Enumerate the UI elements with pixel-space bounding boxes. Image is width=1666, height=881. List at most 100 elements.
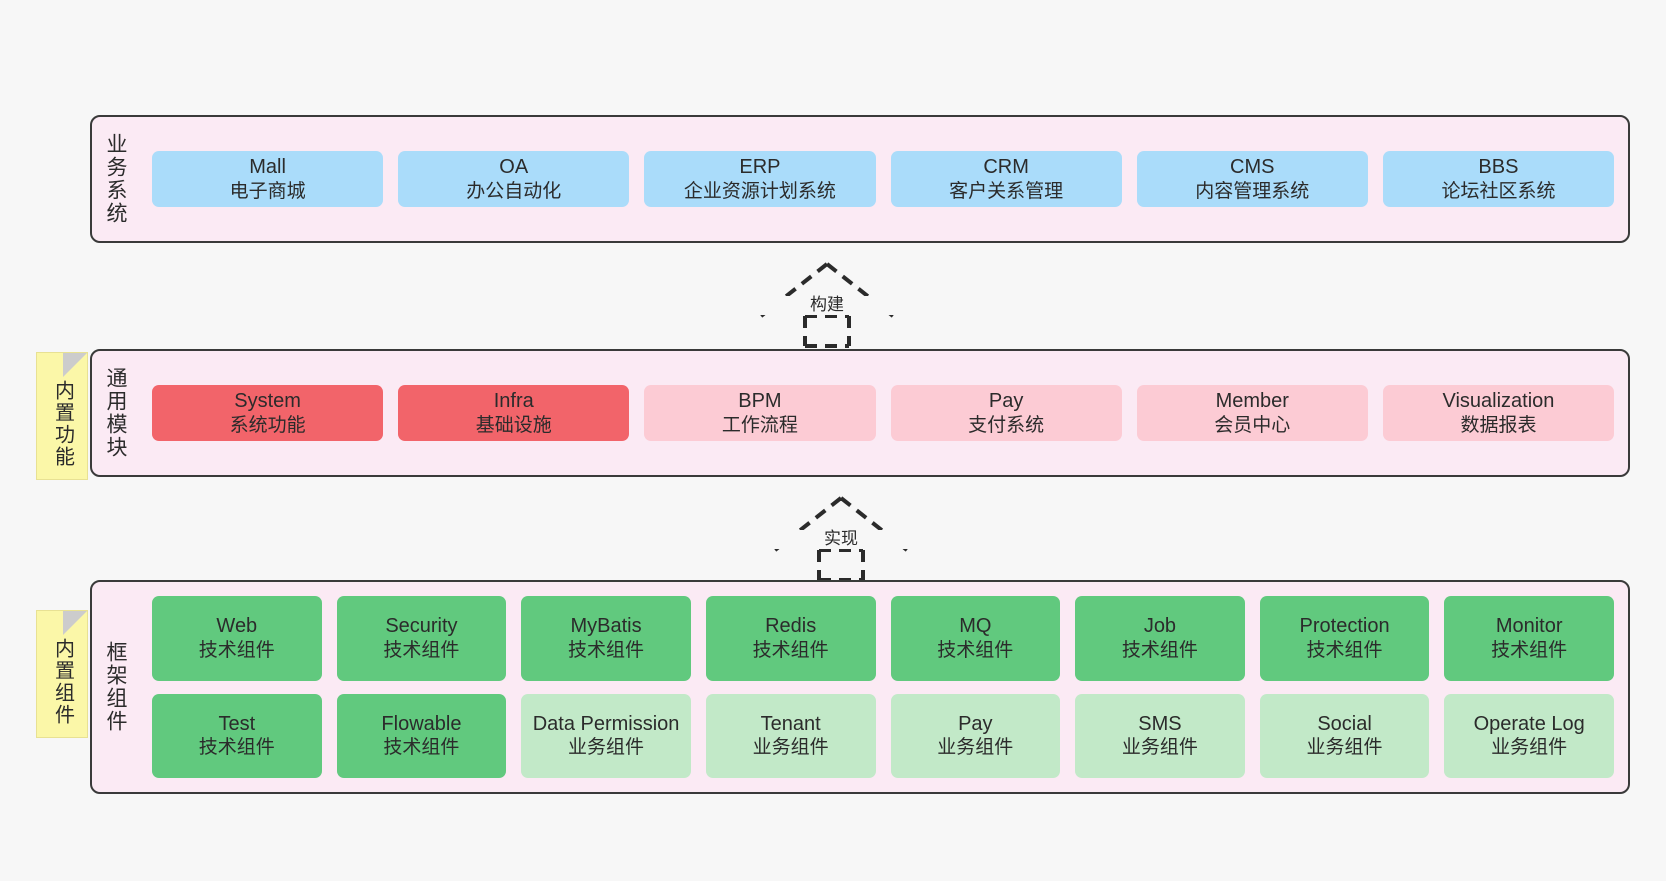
card-title: Member [1215,390,1289,413]
card-subtitle: 技术组件 [383,737,460,759]
card-subtitle: 会员中心 [1214,414,1291,436]
card-subtitle: 数据报表 [1460,414,1537,436]
card-subtitle: 业务组件 [568,737,645,759]
card-title: Pay [958,712,993,735]
card-title: Job [1143,615,1177,638]
card-title: Tenant [760,712,821,735]
card-subtitle: 业务组件 [1306,737,1383,759]
card-subtitle: 技术组件 [1121,639,1198,661]
card-subtitle: 技术组件 [198,639,275,661]
card-title: Test [218,712,256,735]
card-subtitle: 内容管理系统 [1195,180,1310,202]
card-title: Redis [765,615,817,638]
common-module-layer-label: 通用模块 [104,367,128,459]
connector-arrow-build: 构建 [757,258,897,348]
card-subtitle: 技术组件 [383,639,460,661]
card-title: BBS [1478,156,1519,179]
card-title: Data Permission [532,712,680,735]
card-title: Social [1317,712,1372,735]
card-title: Monitor [1495,615,1563,638]
card-title: MQ [959,615,992,638]
card-subtitle: 技术组件 [568,639,645,661]
card-subtitle: 业务组件 [1121,737,1198,759]
framework-component-layer-label: 框架组件 [104,641,128,733]
card-subtitle: 业务组件 [937,737,1014,759]
card-title: Flowable [381,712,462,735]
card-subtitle: 工作流程 [721,414,798,436]
card-title: SMS [1138,712,1182,735]
card-title: Web [216,615,258,638]
connector-arrow-build-label: 构建 [757,295,897,315]
card-title: Operate Log [1473,712,1585,735]
card-subtitle: 电子商城 [229,180,306,202]
card-title: Infra [493,390,534,413]
card-subtitle: 技术组件 [198,737,275,759]
card-subtitle: 技术组件 [752,639,829,661]
card-title: Visualization [1442,390,1555,413]
card-title: System [234,390,301,413]
card-subtitle: 支付系统 [968,414,1045,436]
card-subtitle: 客户关系管理 [949,180,1064,202]
business-system-layer-label: 业务系统 [104,133,128,225]
sticky-note-built-in-function: 内置功能 [36,352,88,480]
card-subtitle: 业务组件 [752,737,829,759]
sticky-note-built-in-component-label: 内置组件 [51,638,74,726]
card-subtitle: 业务组件 [1491,737,1568,759]
card-title: Security [385,615,458,638]
card-title: Protection [1299,615,1390,638]
card-title: MyBatis [570,615,642,638]
connector-arrow-implement-label: 实现 [771,529,911,549]
sticky-note-built-in-component: 内置组件 [36,610,88,738]
card-subtitle: 技术组件 [1306,639,1383,661]
card-title: ERP [739,156,781,179]
card-subtitle: 技术组件 [1491,639,1568,661]
card-subtitle: 基础设施 [475,414,552,436]
card-subtitle: 论坛社区系统 [1441,180,1556,202]
sticky-note-built-in-function-label: 内置功能 [51,380,74,468]
card-title: Mall [249,156,286,179]
card-title: Pay [988,390,1024,413]
connector-arrow-implement: 实现 [771,492,911,582]
card-title: CRM [983,156,1029,179]
card-subtitle: 企业资源计划系统 [683,180,836,202]
card-title: OA [499,156,529,179]
card-subtitle: 办公自动化 [466,180,562,202]
card-subtitle: 系统功能 [229,414,306,436]
